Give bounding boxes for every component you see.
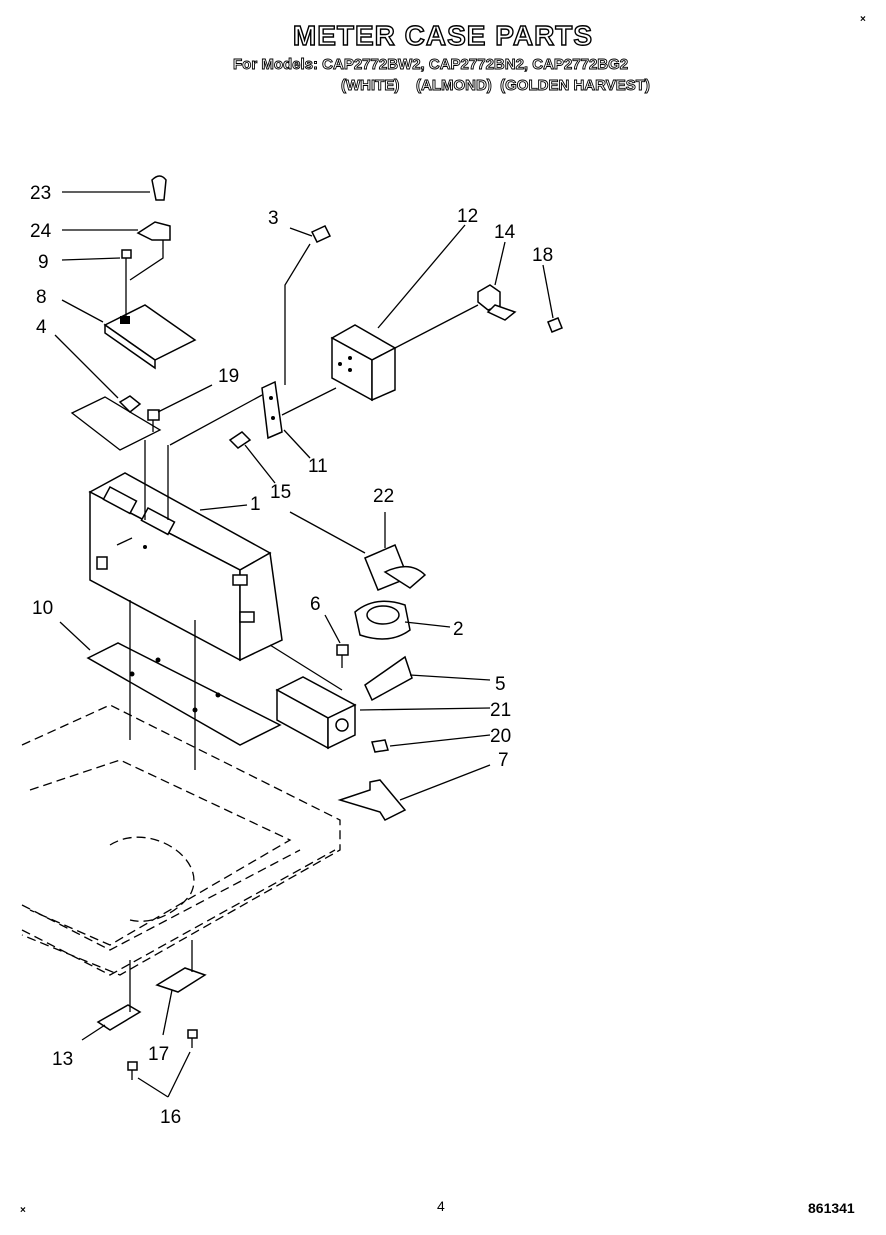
callout-3: 3 xyxy=(268,208,279,229)
part-22-coin-holder xyxy=(364,544,427,591)
colors-line: (WHITE) (ALMOND) (GOLDEN HARVEST) xyxy=(341,77,651,95)
part-14-knob xyxy=(477,284,517,321)
part-8-bracket xyxy=(103,304,197,361)
part-1-meter-case xyxy=(88,472,283,662)
leader-lines xyxy=(54,191,554,1098)
models-line: For Models: CAP2772BW2, CAP2772BN2, CAP2… xyxy=(233,56,629,74)
part-23-tab xyxy=(151,175,167,201)
callout-10: 10 xyxy=(32,598,53,619)
callout-21: 21 xyxy=(490,700,511,721)
callout-12: 12 xyxy=(457,206,478,227)
callout-6: 6 xyxy=(310,594,321,615)
page-title: METER CASE PARTS xyxy=(292,19,594,51)
callout-22: 22 xyxy=(373,486,394,507)
callout-19: 19 xyxy=(218,366,239,387)
callout-2: 2 xyxy=(453,619,464,640)
part-10-plate xyxy=(86,642,282,746)
callout-14: 14 xyxy=(494,222,516,243)
washer-top-outline xyxy=(21,704,341,976)
callout-5: 5 xyxy=(495,674,506,695)
page-number: 4 xyxy=(437,1198,445,1214)
callout-18: 18 xyxy=(532,245,553,266)
part-16-screw-b xyxy=(187,1029,198,1048)
callout-9: 9 xyxy=(38,252,49,273)
part-2-cup xyxy=(354,600,411,640)
part-12-switch xyxy=(330,324,397,402)
callout-8: 8 xyxy=(36,287,47,308)
part-20-pin xyxy=(371,739,389,753)
part-5-cover xyxy=(364,655,413,702)
document-code: 861341 xyxy=(808,1200,855,1216)
part-13-bracket xyxy=(96,1004,142,1031)
callout-7: 7 xyxy=(498,750,509,771)
callout-1: 1 xyxy=(250,494,261,515)
part-3-screw xyxy=(310,225,332,243)
part-11-bracket xyxy=(261,380,283,440)
callout-17: 17 xyxy=(148,1044,169,1065)
part-21-meter-box xyxy=(275,676,357,750)
callout-13: 13 xyxy=(52,1049,73,1070)
callout-15: 15 xyxy=(270,482,291,503)
part-9-screw xyxy=(121,249,132,272)
corner-mark-top-right: × xyxy=(860,14,866,25)
callout-11: 11 xyxy=(308,456,328,477)
part-24-clamp xyxy=(136,221,171,241)
part-18-screw xyxy=(547,317,563,333)
part-19-screw xyxy=(147,409,160,432)
callout-20: 20 xyxy=(490,726,511,747)
callout-24: 24 xyxy=(30,221,52,242)
corner-mark-bottom-left: × xyxy=(20,1205,26,1216)
part-6-screw xyxy=(336,644,349,668)
callout-4: 4 xyxy=(36,317,47,338)
callout-23: 23 xyxy=(30,183,51,204)
part-16-screw-a xyxy=(127,1061,138,1080)
part-7-clip xyxy=(337,779,407,821)
part-15-screw xyxy=(228,431,252,449)
part-17-bracket xyxy=(155,967,207,993)
part-4-clip xyxy=(118,395,142,414)
callout-16: 16 xyxy=(160,1107,181,1128)
